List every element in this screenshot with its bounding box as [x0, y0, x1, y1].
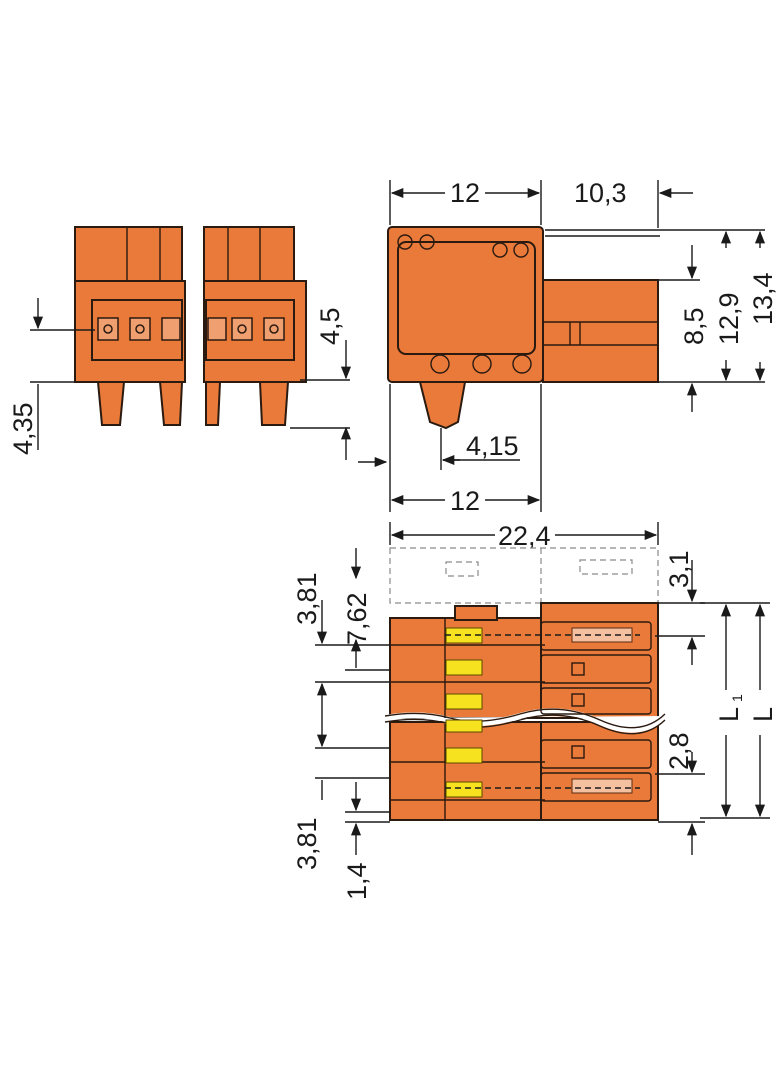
side-latch-pin [418, 381, 467, 430]
dim-3-81-top: 3,81 [292, 572, 322, 625]
dim-12-bottom: 12 [450, 486, 480, 516]
ghost-outline [389, 547, 659, 604]
dim-4-15: 4,15 [466, 431, 519, 461]
dim-L: L [748, 707, 778, 722]
dim-L1: L [714, 707, 744, 722]
top-key-tab [454, 605, 498, 621]
contact-slots [540, 621, 652, 802]
latch-4 [445, 719, 483, 733]
latch-3 [445, 693, 483, 710]
dim-1-4: 1,4 [342, 862, 372, 900]
front-view: 4,5 4,35 [8, 226, 352, 460]
top-right-housing-upper [540, 602, 659, 719]
front-pins [96, 381, 290, 426]
dim-22-4: 22,4 [498, 521, 551, 551]
dim-12-top: 12 [450, 178, 480, 208]
dim-13-4: 13,4 [748, 272, 778, 325]
top-right-housing-lower [540, 721, 659, 821]
dim-3-81-bottom: 3,81 [292, 817, 322, 870]
dim-4-35: 4,35 [8, 402, 38, 455]
side-panel [397, 241, 536, 355]
dim-L1-subscript: 1 [729, 694, 745, 702]
front-upper-block-left [74, 226, 183, 284]
dim-4-5: 4,5 [315, 307, 345, 345]
dim-10-3: 10,3 [574, 178, 627, 208]
dim-7-62: 7,62 [342, 592, 372, 645]
latch-5 [445, 747, 483, 764]
latch-6 [445, 781, 483, 798]
top-view: 22,4 [292, 521, 778, 900]
side-view: 12 10,3 8,5 12,9 13,4 4,15 12 [358, 178, 778, 516]
latch-2 [445, 659, 483, 676]
dim-3-1: 3,1 [664, 550, 694, 588]
dim-8-5: 8,5 [679, 307, 709, 345]
dim-12-9: 12,9 [714, 292, 744, 345]
top-left-housing-lower [389, 721, 546, 821]
dim-2-8: 2,8 [664, 732, 694, 770]
side-plug-extension [542, 279, 659, 383]
front-terminal-openings [97, 317, 285, 341]
front-upper-block-right [203, 226, 295, 284]
